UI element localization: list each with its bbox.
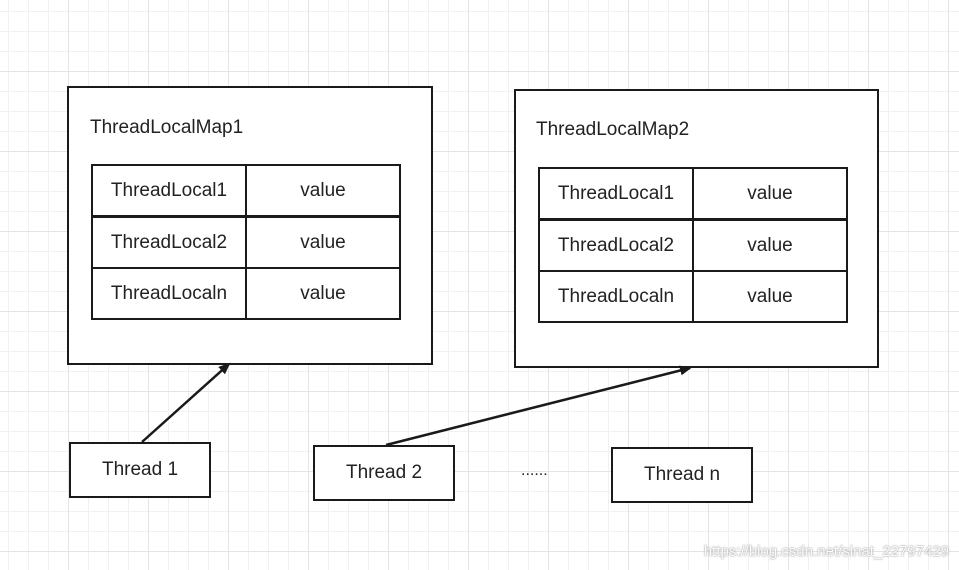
entry-key: ThreadLocal1 [540,169,694,218]
watermark-text: https://blog.csdn.net/sinat_22797429 [703,543,949,560]
map-2-entry-2: ThreadLocal2 value [538,219,848,272]
entry-key: ThreadLocal2 [93,218,247,267]
entry-key: ThreadLocal2 [540,221,694,270]
map-2-entry-3: ThreadLocaln value [538,270,848,323]
entry-value: value [300,231,346,253]
ellipsis: ...... [521,462,548,479]
map-1-entry-3: ThreadLocaln value [91,267,401,320]
entry-value: value [747,182,793,204]
arrow-thread-1-to-map-1 [141,362,231,443]
entry-key: ThreadLocaln [93,269,247,318]
thread-2-box: Thread 2 [313,445,455,501]
map-1-entry-1: ThreadLocal1 value [91,164,401,217]
map-2-entry-1: ThreadLocal1 value [538,167,848,220]
entry-value: value [300,282,346,304]
map-2-title: ThreadLocalMap2 [536,119,690,140]
entry-key: ThreadLocal1 [93,166,247,215]
thread-1-box: Thread 1 [69,442,211,498]
entry-key: ThreadLocaln [540,272,694,321]
entry-value: value [300,179,346,201]
map-1-title: ThreadLocalMap1 [90,117,244,138]
entry-value: value [747,234,793,256]
thread-n-box: Thread n [611,447,753,503]
map-1-entry-2: ThreadLocal2 value [91,216,401,269]
entry-value: value [747,285,793,307]
arrow-thread-2-to-map-2 [385,365,692,447]
